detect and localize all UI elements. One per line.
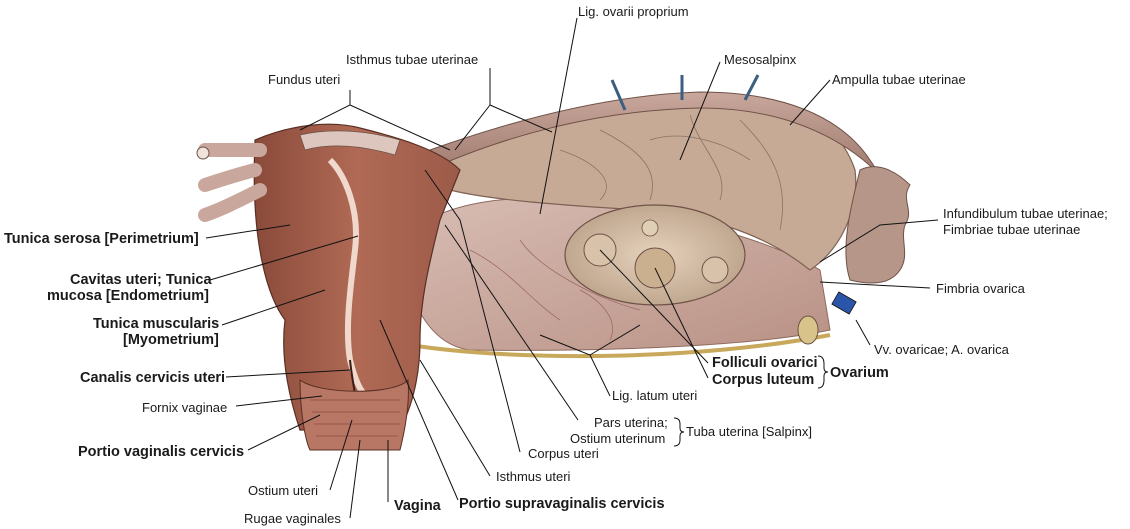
label-pars-uterina: Pars uterina; (594, 415, 668, 430)
uterus-body (253, 123, 461, 431)
tuba-brace (673, 417, 685, 447)
broad-ligament-fold (409, 333, 831, 359)
label-cavitas-1: Cavitas uteri; Tunica (70, 272, 212, 288)
label-ostium-uteri: Ostium uteri (248, 483, 318, 498)
label-isthmus-uteri: Isthmus uteri (496, 469, 571, 484)
vagina-shape (299, 378, 409, 451)
ovarian-vessels (831, 291, 857, 315)
label-lig-latum: Lig. latum uteri (612, 388, 697, 403)
vessel-3 (743, 74, 760, 101)
vessel-stub-left (198, 143, 267, 222)
label-vv-ovaricae: Vv. ovaricae; A. ovarica (874, 342, 1010, 357)
label-portio-supravaginalis: Portio supravaginalis cervicis (459, 496, 665, 512)
vessel-stub-end (196, 146, 210, 160)
ligament-vessels (469, 239, 641, 341)
label-tuba-uterina: Tuba uterina [Salpinx] (686, 424, 812, 439)
label-tunica-serosa: Tunica serosa [Perimetrium] (4, 231, 199, 247)
label-tunica-muscularis-2: [Myometrium] (123, 332, 219, 348)
uterine-cavity (327, 157, 368, 398)
label-cavitas-2: mucosa [Endometrium] (47, 288, 209, 304)
label-mesosalpinx: Mesosalpinx (724, 52, 797, 67)
label-isthmus-tubae: Isthmus tubae uterinae (346, 52, 478, 67)
label-ampulla: Ampulla tubae uterinae (832, 72, 966, 87)
mesosalpinx-texture (559, 114, 783, 231)
label-portio-vaginalis: Portio vaginalis cervicis (78, 444, 244, 460)
follicle-2 (701, 256, 729, 284)
vessel-1 (610, 79, 627, 111)
label-ostium-uterinum: Ostium uterinum (570, 431, 665, 446)
fimbriae (845, 166, 911, 284)
label-rugae-vaginales: Rugae vaginales (244, 511, 341, 526)
leader-lines (205, 17, 939, 519)
label-fundus-uteri: Fundus uteri (268, 72, 340, 87)
label-infundibulum-2: Fimbriae tubae uterinae (943, 222, 1080, 237)
uterus-serosa (299, 130, 401, 156)
label-ovarium: Ovarium (830, 365, 889, 381)
label-folliculi: Folliculi ovarici (712, 355, 818, 371)
label-canalis-cervicis: Canalis cervicis uteri (80, 370, 225, 386)
vaginal-rugae (310, 399, 400, 437)
label-vagina: Vagina (394, 498, 442, 514)
ovarium-brace (817, 355, 829, 389)
label-lig-ovarii-proprium: Lig. ovarii proprium (578, 4, 689, 19)
label-infundibulum-1: Infundibulum tubae uterinae; (943, 206, 1108, 221)
label-fimbria-ovarica: Fimbria ovarica (936, 281, 1026, 296)
label-corpus-uteri: Corpus uteri (528, 446, 599, 461)
fimbria-ovarica-shape (797, 315, 819, 345)
label-fornix-vaginae: Fornix vaginae (142, 400, 227, 415)
label-corpus-luteum: Corpus luteum (712, 372, 814, 388)
label-tunica-muscularis-1: Tunica muscularis (93, 316, 219, 332)
follicle-3 (641, 219, 659, 237)
